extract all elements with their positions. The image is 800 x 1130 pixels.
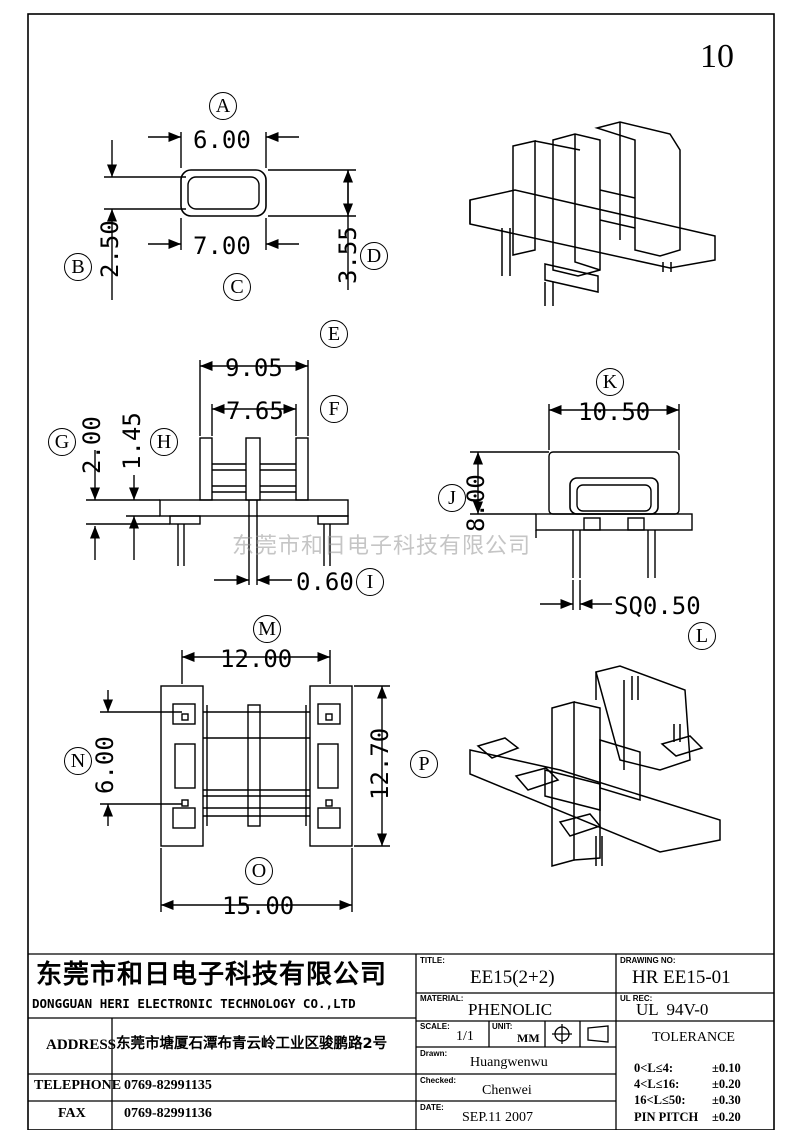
- dim-label-b: B: [64, 253, 92, 281]
- dim-value-i: 0.60: [296, 568, 354, 596]
- dim-value-e: 9.05: [225, 354, 283, 382]
- drawing-no-value: HR EE15-01: [632, 967, 731, 988]
- tolerance-label: TOLERANCE: [652, 1030, 735, 1045]
- tolerance-value: ±0.10: [712, 1061, 741, 1075]
- address-label: ADDRESS: [46, 1037, 117, 1053]
- date-value: SEP.11 2007: [462, 1110, 534, 1125]
- tolerance-range: 4<L≤16:: [634, 1077, 680, 1091]
- dim-value-j: 8.00: [462, 474, 490, 532]
- tolerance-range: 0<L≤4:: [634, 1061, 673, 1075]
- drawn-value: Huangwenwu: [470, 1055, 548, 1070]
- view-front: [470, 404, 693, 610]
- view-bottom: [100, 650, 390, 912]
- title-block-grid: [28, 953, 774, 1130]
- dim-label-j: J: [438, 484, 466, 512]
- company-name-cn: 东莞市和日电子科技有限公司: [36, 960, 388, 990]
- dim-label-a: A: [209, 92, 237, 120]
- drawing-no-label: DRAWING NO:: [620, 956, 676, 965]
- ul-rec-label: UL REC:: [620, 994, 653, 1003]
- sheet-border: [27, 13, 775, 1130]
- watermark: 东莞市和日电子科技有限公司: [232, 534, 532, 559]
- dim-value-f: 7.65: [226, 397, 284, 425]
- iso-view-bottom: [469, 665, 721, 867]
- dim-label-l: L: [688, 622, 716, 650]
- company-name-en: DONGGUAN HERI ELECTRONIC TECHNOLOGY CO.,…: [32, 996, 356, 1011]
- address-value: 东莞市塘厦石潭布青云岭工业区骏鹏路2号: [116, 1036, 388, 1052]
- fax-label: FAX: [58, 1106, 86, 1121]
- tolerance-value: ±0.20: [712, 1110, 741, 1124]
- dim-value-h: 1.45: [118, 412, 146, 470]
- iso-view-top: [469, 121, 716, 306]
- dim-value-b: 2.50: [96, 220, 124, 278]
- dim-value-a: 6.00: [193, 126, 251, 154]
- scale-label: SCALE:: [420, 1022, 450, 1031]
- drawn-label: Drawn:: [420, 1049, 448, 1058]
- view-opening: [104, 131, 356, 300]
- title-label: TITLE:: [420, 956, 445, 965]
- dim-value-p: 12.70: [366, 727, 394, 800]
- dim-value-c: 7.00: [193, 232, 251, 260]
- dim-value-m: 12.00: [220, 645, 293, 673]
- unit-value: MM: [517, 1031, 540, 1045]
- dim-label-g: G: [48, 428, 76, 456]
- tolerance-range: PIN PITCH: [634, 1110, 699, 1124]
- dim-label-o: O: [245, 857, 273, 885]
- tolerance-range: 16<L≤50:: [634, 1093, 686, 1107]
- dim-label-n: N: [64, 747, 92, 775]
- unit-label: UNIT:: [492, 1022, 513, 1031]
- page-number: 10: [700, 38, 734, 75]
- material-label: MATERIAL:: [420, 994, 464, 1003]
- dim-label-m: M: [253, 615, 281, 643]
- dim-label-k: K: [596, 368, 624, 396]
- dim-label-i: I: [356, 568, 384, 596]
- tolerance-value: ±0.30: [712, 1093, 741, 1107]
- dim-value-k: 10.50: [578, 398, 651, 426]
- tolerance-value: ±0.20: [712, 1077, 741, 1091]
- dim-label-c: C: [223, 273, 251, 301]
- dim-label-e: E: [320, 320, 348, 348]
- ul-rec-value: UL 94V-0: [636, 1000, 709, 1019]
- scale-value: 1/1: [456, 1029, 474, 1044]
- dim-label-h: H: [150, 428, 178, 456]
- checked-label: Checked:: [420, 1076, 457, 1085]
- dim-value-g: 2.00: [78, 416, 106, 474]
- date-label: DATE:: [420, 1103, 444, 1112]
- fax-value: 0769-82991136: [124, 1106, 212, 1121]
- view-side: [86, 360, 349, 586]
- checked-value: Chenwei: [482, 1083, 532, 1098]
- dim-label-p: P: [410, 750, 438, 778]
- telephone-label: TELEPHONE: [34, 1078, 122, 1093]
- dim-label-f: F: [320, 395, 348, 423]
- dim-label-d: D: [360, 242, 388, 270]
- title-value: EE15(2+2): [470, 967, 555, 988]
- telephone-value: 0769-82991135: [124, 1078, 212, 1093]
- dim-value-d: 3.55: [334, 226, 362, 284]
- dim-value-n: 6.00: [91, 736, 119, 794]
- dim-value-l: SQ0.50: [614, 592, 701, 620]
- material-value: PHENOLIC: [468, 1000, 553, 1019]
- dim-value-o: 15.00: [222, 892, 295, 920]
